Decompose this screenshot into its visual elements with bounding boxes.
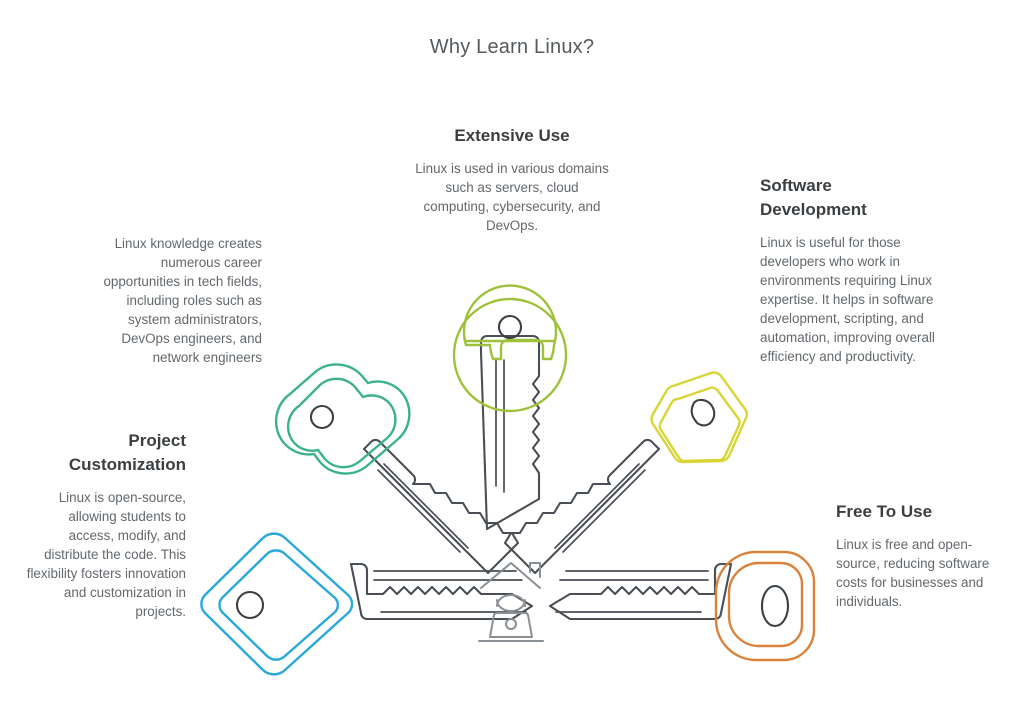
block-extensive-use-heading: Extensive Use bbox=[454, 126, 570, 145]
block-software-development: Software Development Linux is useful for… bbox=[760, 174, 942, 366]
page-title: Why Learn Linux? bbox=[429, 36, 595, 58]
block-free-to-use: Free To Use Linux is free and open-sourc… bbox=[836, 500, 1008, 611]
green-round-key bbox=[452, 284, 568, 531]
block-project-customization: Project Customization Linux is open-sour… bbox=[20, 429, 186, 621]
block-extensive-use: Extensive Use Linux is used in various d… bbox=[412, 124, 612, 235]
block-project-customization-heading: Project Customization bbox=[68, 431, 186, 475]
work-from-home-icon bbox=[478, 562, 544, 642]
block-free-to-use-body: Linux is free and open-source, reducing … bbox=[836, 537, 990, 610]
block-free-to-use-heading: Free To Use bbox=[836, 502, 933, 521]
block-software-development-heading: Software Development bbox=[760, 176, 867, 220]
block-software-development-body: Linux is useful for those developers who… bbox=[760, 235, 935, 365]
block-career-opportunities: Linux knowledge creates numerous career … bbox=[100, 234, 262, 367]
block-project-customization-body: Linux is open-source, allowing students … bbox=[26, 490, 186, 620]
teal-clover-key bbox=[274, 363, 520, 575]
block-career-opportunities-body: Linux knowledge creates numerous career … bbox=[103, 236, 262, 366]
block-extensive-use-body: Linux is used in various domains such as… bbox=[415, 161, 609, 234]
yellow-pentagon-key bbox=[503, 371, 748, 575]
blue-diamond-key bbox=[200, 532, 534, 676]
orange-rounded-key bbox=[548, 550, 816, 662]
